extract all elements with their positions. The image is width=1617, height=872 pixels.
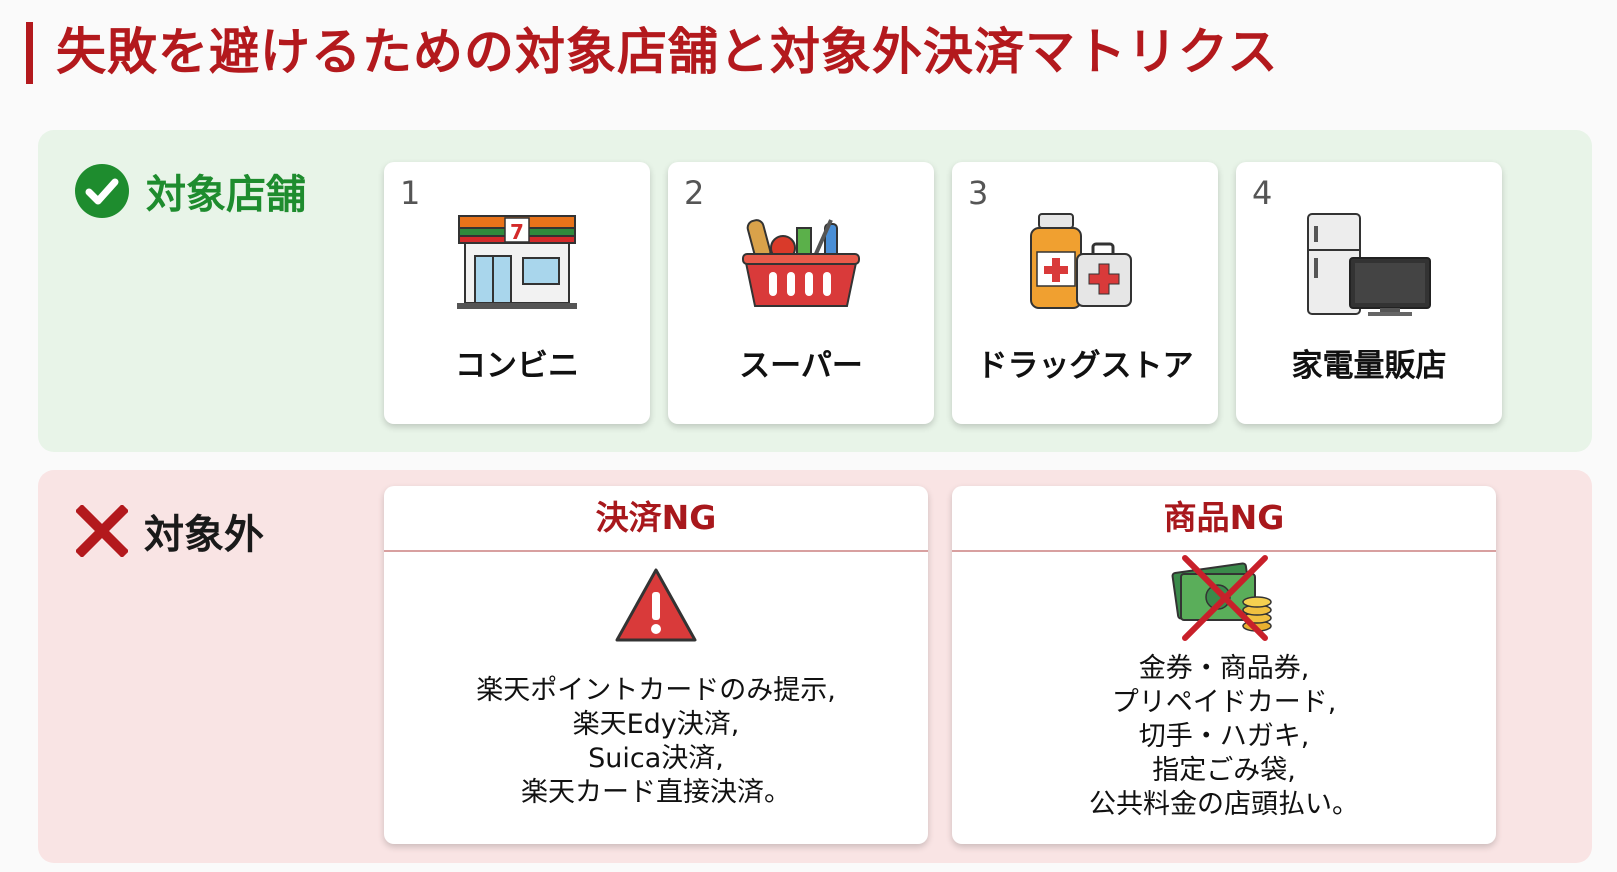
- list-item: 公共料金の店頭払い。: [1089, 789, 1359, 820]
- ineligible-label-text: 対象外: [144, 512, 264, 558]
- product-ng-list: 金券・商品券, プリペイドカード, 切手・ハガキ, 指定ごみ袋, 公共料金の店頭…: [952, 652, 1496, 822]
- store-name: スーパー: [739, 348, 863, 384]
- svg-text:7: 7: [510, 220, 524, 244]
- eligible-label: 対象店舗: [74, 162, 306, 220]
- warning-icon: [615, 568, 697, 642]
- store-card-electronics: 4 家電量販店: [1236, 162, 1502, 424]
- product-ng-title: 商品NG: [952, 486, 1496, 552]
- product-ng-card: 商品NG 金券・商品券, プリペイドカード, 切手・ハガキ, 指定ごみ袋, 公共…: [952, 486, 1496, 844]
- store-name: 家電量販店: [1291, 348, 1447, 384]
- cross-icon: [76, 505, 128, 557]
- store-card-drugstore: 3 ドラッグストア: [952, 162, 1218, 424]
- list-item: 楽天Edy決済,: [572, 709, 740, 740]
- store-name: コンビニ: [455, 348, 579, 384]
- store-number: 2: [684, 174, 705, 212]
- list-item: プリペイドカード,: [1111, 687, 1337, 718]
- store-number: 4: [1252, 174, 1273, 212]
- payment-ng-list: 楽天ポイントカードのみ提示, 楽天Edy決済, Suica決済, 楽天カード直接…: [384, 674, 928, 810]
- store-number: 3: [968, 174, 989, 212]
- store-name: ドラッグストア: [976, 348, 1194, 384]
- store-card-convenience: 1 7 コンビニ: [384, 162, 650, 424]
- list-item: 指定ごみ袋,: [1152, 755, 1296, 786]
- store-card-supermarket: 2 スーパー: [668, 162, 934, 424]
- ineligible-label: 対象外: [76, 502, 264, 560]
- payment-ng-card: 決済NG 楽天ポイントカードのみ提示, 楽天Edy決済, Suica決済, 楽天…: [384, 486, 928, 844]
- list-item: 楽天ポイントカードのみ提示,: [476, 675, 836, 706]
- payment-ng-title: 決済NG: [384, 486, 928, 552]
- shopping-basket-icon: [742, 219, 860, 307]
- medicine-icon: [1030, 213, 1132, 309]
- no-money-icon: [1171, 555, 1272, 641]
- list-item: 切手・ハガキ,: [1138, 721, 1310, 752]
- page-title: 失敗を避けるための対象店舗と対象外決済マトリクス: [56, 23, 1279, 81]
- title-accent-bar: [26, 22, 33, 84]
- check-circle-icon: [75, 164, 129, 218]
- appliance-icon: [1307, 213, 1431, 316]
- store-number: 1: [400, 174, 421, 212]
- list-item: Suica決済,: [588, 743, 724, 774]
- list-item: 金券・商品券,: [1138, 653, 1310, 684]
- eligible-label-text: 対象店舗: [146, 172, 306, 218]
- convenience-store-icon: 7: [457, 215, 577, 309]
- list-item: 楽天カード直接決済。: [521, 777, 791, 808]
